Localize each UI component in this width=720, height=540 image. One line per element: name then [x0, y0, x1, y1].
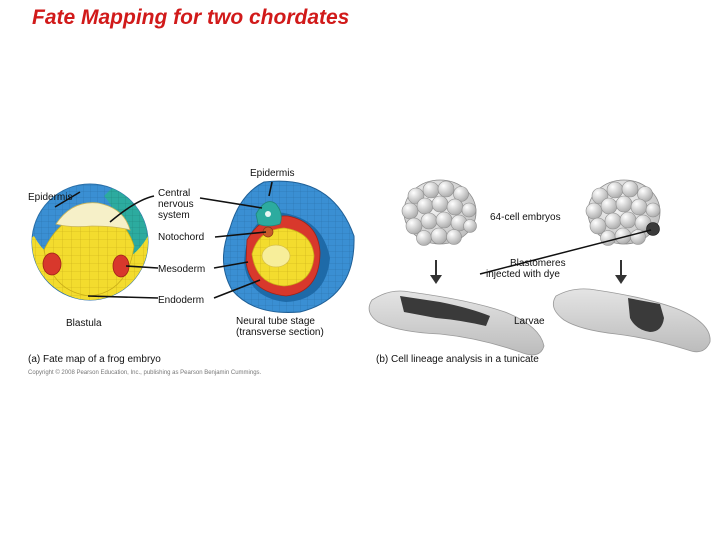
label-neural-line1: Neural tube stage — [236, 316, 315, 327]
tunicate-larva-right — [552, 288, 711, 353]
pointer-mesoderm-blastula — [125, 265, 159, 269]
label-epidermis-blastula: Epidermis — [28, 192, 73, 203]
label-blastomeres-line2: injected with dye — [486, 269, 560, 280]
pointer-endoderm-neural — [213, 279, 261, 299]
dye-injected-blastomere — [646, 222, 660, 236]
pointer-mesoderm-neural — [213, 261, 249, 269]
pointer-notochord — [214, 231, 267, 238]
down-arrow-left — [430, 260, 442, 284]
label-larvae: Larvae — [514, 316, 545, 327]
caption-frog: (a) Fate map of a frog embryo — [28, 354, 161, 365]
tunicate-embryo-left — [401, 179, 477, 246]
neural-tube-embryo — [222, 180, 355, 314]
blastula-embryo — [31, 183, 149, 301]
caption-tunicate: (b) Cell lineage analysis in a tunicate — [376, 354, 539, 365]
pointer-blastomeres — [479, 229, 652, 275]
page-title: Fate Mapping for two chordates — [32, 6, 350, 29]
dye-stain-right — [628, 298, 664, 332]
pointer-endoderm-blastula — [87, 295, 159, 299]
label-notochord: Notochord — [158, 232, 205, 243]
label-mesoderm: Mesoderm — [158, 264, 206, 275]
label-epidermis-neural: Epidermis — [250, 168, 295, 179]
label-neural-line2: (transverse section) — [236, 327, 324, 338]
pointer-epidermis-left — [54, 191, 81, 208]
label-blastomeres-line1: Blastomeres — [510, 258, 566, 269]
label-cns-line3: system — [158, 210, 190, 221]
label-64-cell-embryos: 64-cell embryos — [490, 212, 561, 223]
down-arrow-right — [615, 260, 627, 284]
dye-stain-left — [400, 296, 490, 326]
tunicate-embryo-right — [585, 179, 661, 246]
pointer-cns-blastula — [109, 195, 155, 223]
copyright-notice: Copyright © 2008 Pearson Education, Inc.… — [28, 370, 262, 376]
label-cns-line2: nervous — [158, 199, 194, 210]
label-cns-line1: Central — [158, 188, 191, 199]
frog-pointer-lines — [54, 181, 273, 299]
tunicate-larva-left — [368, 290, 545, 356]
label-endoderm: Endoderm — [158, 295, 205, 306]
label-blastula: Blastula — [66, 318, 102, 329]
pointer-epidermis-top — [268, 181, 273, 197]
pointer-cns-neural — [199, 197, 263, 209]
